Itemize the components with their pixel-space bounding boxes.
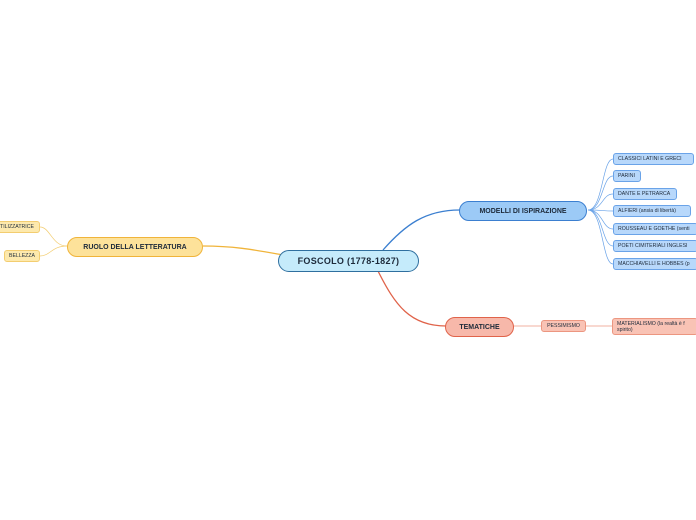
- subtopic-rousseau-e-goethe[interactable]: ROUSSEAU E GOETHE (senti: [613, 223, 696, 235]
- central-topic-foscolo[interactable]: FOSCOLO (1778-1827): [278, 250, 419, 272]
- link-root-tematiche: [377, 270, 447, 327]
- subtopic-materialismo[interactable]: MATERIALISMO (la realtà è f spirito): [612, 318, 696, 335]
- subtopic-macchiavelli-e-hobbes[interactable]: MACCHIAVELLI E HOBBES (p: [613, 258, 696, 270]
- subtopic-alfieri[interactable]: ALFIERI (ansia di libertà): [613, 205, 691, 217]
- subtopic-civilizzatrice[interactable]: TILIZZATRICE: [0, 221, 40, 233]
- subtopic-classici-latini-e-greci[interactable]: CLASSICI LATINI E GRECI: [613, 153, 694, 165]
- link-root-ruolo: [202, 245, 284, 256]
- topic-ruolo-della-letteratura[interactable]: RUOLO DELLA LETTERATURA: [67, 237, 203, 257]
- links-ruolo-items: [39, 226, 68, 257]
- subtopic-dante-e-petrarca[interactable]: DANTE E PETRARCA: [613, 188, 677, 200]
- subtopic-poeti-cimiteriali-inglesi[interactable]: POETI CIMITERIALI INGLESI: [613, 240, 696, 252]
- subtopic-parini[interactable]: PARINI: [613, 170, 641, 182]
- topic-modelli-di-ispirazione[interactable]: MODELLI DI ISPIRAZIONE: [459, 201, 587, 221]
- subtopic-bellezza[interactable]: BELLEZZA: [4, 250, 40, 262]
- link-root-modelli: [382, 209, 461, 251]
- links-modelli-items: [587, 158, 614, 265]
- topic-tematiche[interactable]: TEMATICHE: [445, 317, 514, 337]
- subtopic-pessimismo[interactable]: PESSIMISMO: [541, 320, 586, 332]
